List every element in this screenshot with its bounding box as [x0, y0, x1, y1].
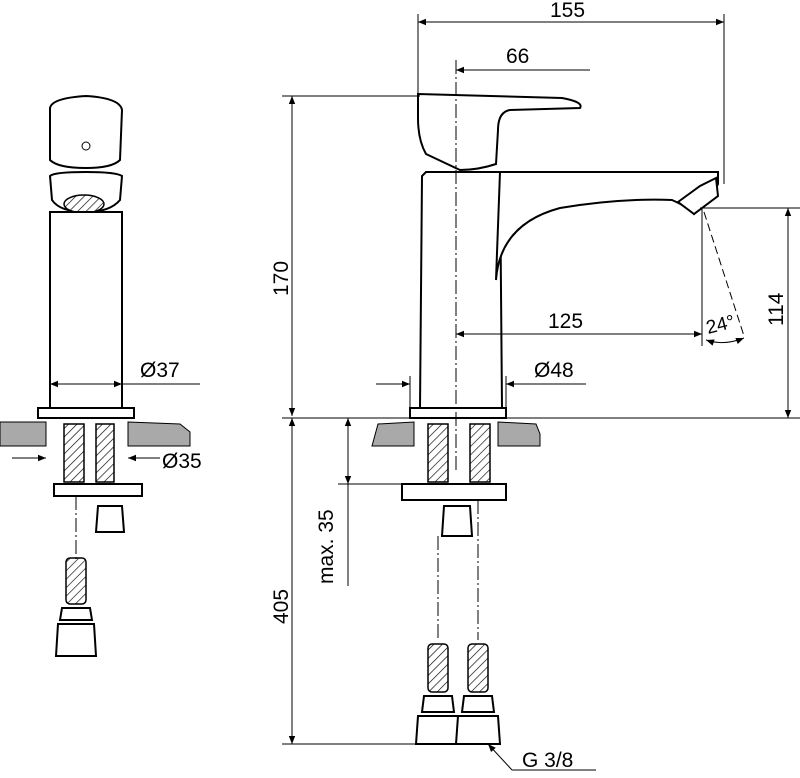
label-125: 125 — [548, 310, 583, 333]
leader-g38 — [487, 743, 513, 771]
mounting-bolt-left — [63, 423, 85, 483]
label-114: 114 — [765, 292, 788, 326]
stud-left-front — [427, 423, 449, 483]
label-24deg: 24° — [704, 312, 737, 339]
label-66: 66 — [506, 45, 529, 68]
fixing-plate-front — [401, 483, 507, 501]
label-d35: Ø35 — [162, 450, 202, 473]
front-view: 155 66 170 114 125 24° Ø48 max. 35 — [270, 0, 800, 772]
handle-lever-front — [417, 92, 582, 172]
aerator-mesh — [63, 194, 105, 214]
base-plate-front — [409, 407, 507, 419]
hose-right-front — [467, 643, 489, 693]
fixing-plate-side — [53, 483, 143, 497]
countertop-left-side — [0, 421, 191, 447]
label-170: 170 — [270, 261, 293, 296]
side-view: Ø37 Ø35 — [0, 94, 202, 657]
hose-connector-right — [454, 695, 502, 745]
nut-front — [440, 505, 474, 537]
hose-nut-side — [94, 505, 126, 533]
handle-indicator-dot — [81, 141, 91, 151]
handle-lever-side — [49, 94, 124, 170]
label-g38: G 3/8 — [522, 749, 573, 772]
spout-flow-angled — [703, 211, 745, 337]
base-plate-side — [37, 407, 135, 419]
label-405: 405 — [270, 589, 293, 624]
hose-connector-left — [414, 695, 462, 745]
body-column-side — [49, 211, 123, 409]
hose-left-front — [427, 643, 449, 693]
angle-arc-24 — [705, 337, 745, 346]
mounting-bolt-right — [95, 423, 115, 483]
label-d37: Ø37 — [140, 359, 180, 382]
flex-hose-side — [65, 557, 87, 605]
countertop-right-front — [371, 421, 541, 447]
spout-front — [495, 171, 719, 281]
spout-tip — [676, 176, 720, 216]
hose-connector-side — [54, 607, 98, 657]
label-max35: max. 35 — [315, 509, 338, 584]
stud-right-front — [469, 423, 491, 483]
label-155: 155 — [550, 0, 585, 22]
body-column-front — [418, 171, 504, 409]
label-d48: Ø48 — [534, 359, 574, 382]
